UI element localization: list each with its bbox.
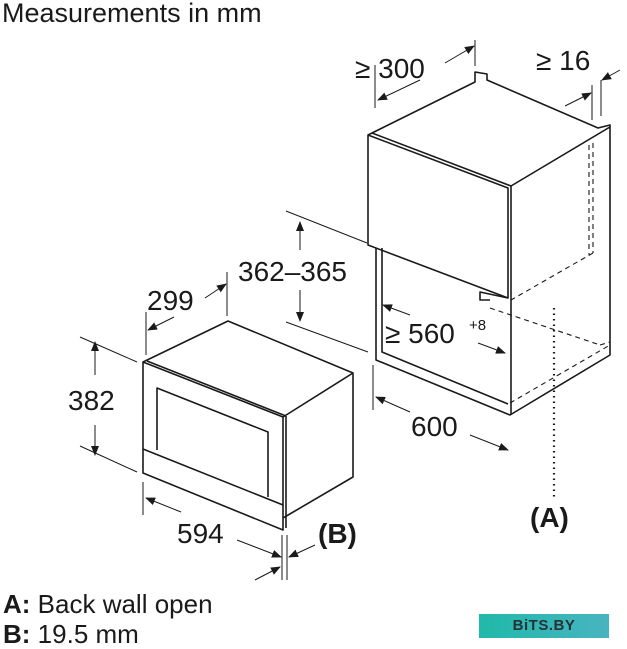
niche-width-tolerance: +8 (469, 317, 486, 334)
cabinet-depth-label: ≥ 300 (355, 53, 425, 84)
cabinet-drawing (367, 71, 611, 500)
appliance-depth-label: 299 (147, 285, 194, 316)
label-a: (A) (530, 502, 569, 533)
cabinet-width-label: 600 (411, 411, 458, 442)
legend-key: A: (3, 589, 31, 619)
appliance-width-label: 594 (177, 518, 224, 549)
legend-text: 19.5 mm (37, 619, 139, 649)
niche-height-label: 362–365 (238, 256, 347, 287)
legend-text: Back wall open (37, 589, 213, 619)
appliance-height-label: 382 (68, 385, 115, 416)
dimension-labels: ≥ 300 ≥ 16 362–365 ≥ 560 +8 600 299 382 … (68, 45, 590, 549)
legend-a: A: Back wall open (3, 590, 213, 618)
label-b: (B) (318, 518, 357, 549)
microwave-drawing (142, 320, 354, 531)
legend-key: B: (3, 619, 31, 649)
niche-width-label: ≥ 560 (385, 318, 455, 349)
page-title: Measurements in mm (2, 0, 262, 28)
dimension-lines (79, 40, 621, 581)
gap-label: ≥ 16 (536, 45, 590, 76)
watermark-logo: BiTS.BY (479, 614, 609, 638)
legend-b: B: 19.5 mm (3, 620, 139, 648)
